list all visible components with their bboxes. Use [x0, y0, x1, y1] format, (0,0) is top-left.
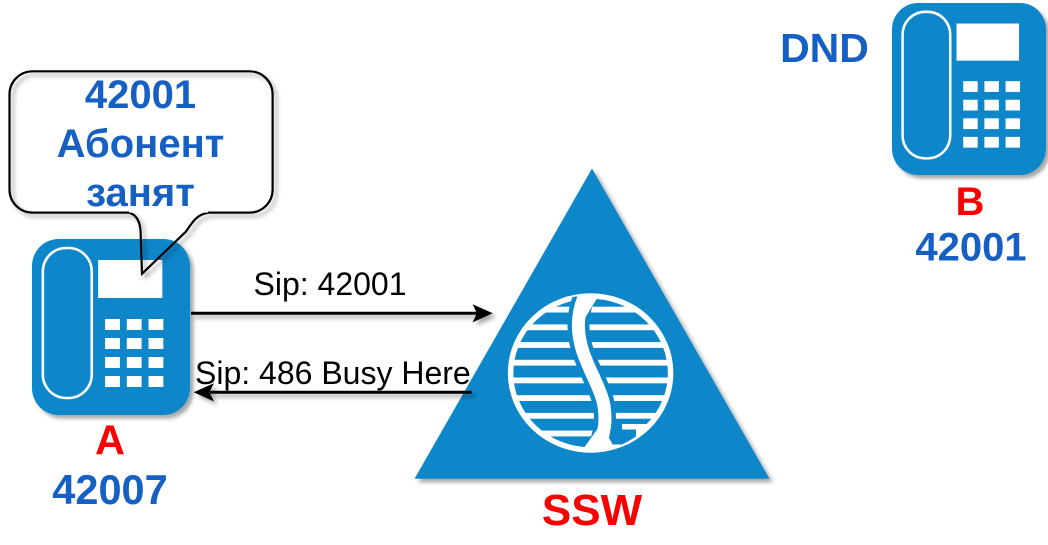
svg-text:SSW: SSW [542, 486, 643, 535]
svg-text:A: A [95, 417, 125, 464]
svg-text:42007: 42007 [52, 466, 167, 513]
svg-text:DND: DND [780, 25, 869, 71]
svg-text:Абонент: Абонент [57, 122, 225, 166]
svg-text:Sip: 486 Busy Here: Sip: 486 Busy Here [195, 355, 471, 391]
svg-text:занят: занят [86, 171, 195, 215]
svg-text:42001: 42001 [85, 73, 196, 117]
svg-text:B: B [956, 180, 985, 224]
svg-text:42001: 42001 [915, 226, 1026, 270]
svg-text:Sip: 42001: Sip: 42001 [253, 266, 406, 302]
